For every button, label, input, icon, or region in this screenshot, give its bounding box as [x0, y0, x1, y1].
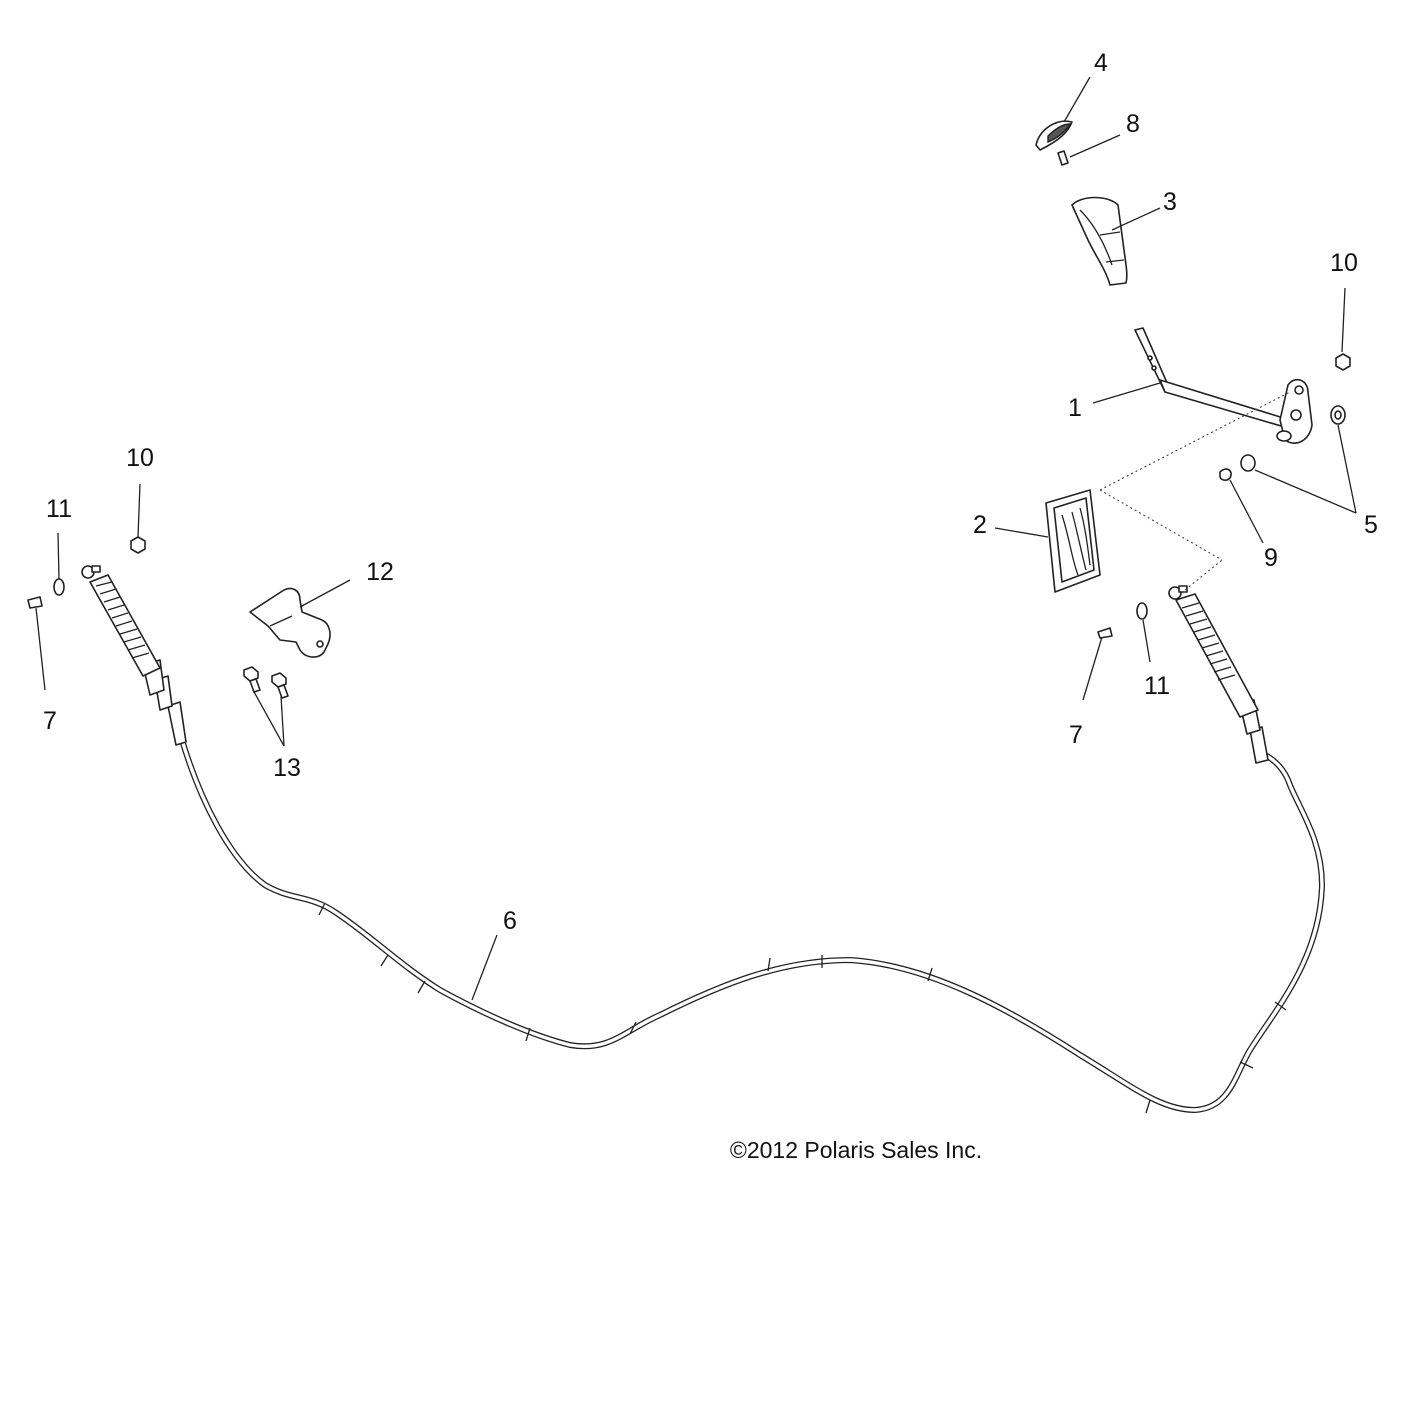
washer-11-right [1136, 602, 1148, 620]
callout-11-right: 11 [1144, 672, 1170, 700]
assembly-lines [1099, 391, 1291, 591]
shifter-knob [1071, 196, 1128, 286]
clip-9 [1219, 468, 1232, 481]
callout-7-right: 7 [1069, 721, 1083, 749]
nut-10-left [130, 536, 146, 554]
nut-10-right [1335, 353, 1351, 371]
leader-lines [35, 76, 1357, 1001]
cable-left-end [81, 565, 187, 746]
washer-5-a [1330, 405, 1346, 425]
callout-5: 5 [1364, 511, 1378, 539]
copyright-notice: ©2012 Polaris Sales Inc. [730, 1137, 982, 1163]
callout-10-right: 10 [1330, 249, 1358, 277]
pin-7-right [1097, 627, 1113, 639]
screw-8 [1057, 150, 1069, 166]
pin-7-left [27, 596, 43, 609]
callout-9: 9 [1264, 544, 1278, 572]
callout-7-left: 7 [43, 707, 57, 735]
callout-1: 1 [1068, 394, 1082, 422]
callout-10-left: 10 [126, 444, 154, 472]
cable-assembly [81, 565, 1325, 1114]
callout-2: 2 [973, 511, 987, 539]
callout-13: 13 [273, 754, 301, 782]
callout-6: 6 [503, 907, 517, 935]
knob-cap [1035, 120, 1073, 151]
callout-12: 12 [366, 558, 394, 586]
washer-5-b [1240, 454, 1256, 472]
callout-labels: 1 2 3 4 5 6 7 7 8 9 10 10 11 11 12 13 [43, 49, 1378, 935]
cable-right-end [1168, 585, 1269, 764]
callout-3: 3 [1163, 188, 1177, 216]
pedal-pad [1045, 489, 1101, 593]
callout-8: 8 [1126, 110, 1140, 138]
cable-bracket [249, 587, 331, 658]
bolt-13-a [243, 666, 261, 693]
washer-11-left [53, 578, 65, 596]
callout-11-left: 11 [46, 495, 72, 523]
bolt-13-b [271, 672, 289, 699]
callout-4: 4 [1094, 49, 1108, 77]
pedal-arm [1134, 327, 1313, 444]
